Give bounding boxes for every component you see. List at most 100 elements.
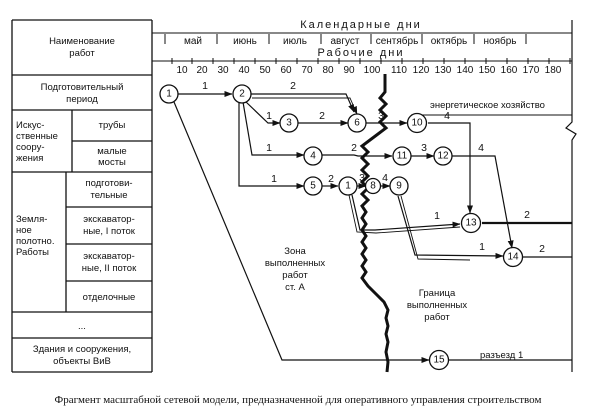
siding-annotation: разъезд 1 xyxy=(480,350,523,361)
row-prep-work: подготови-тельные xyxy=(85,178,132,201)
tick-label: 130 xyxy=(435,65,452,76)
duration-label: 2 xyxy=(290,80,296,92)
node: 14 xyxy=(502,246,524,268)
duration-label: 2 xyxy=(319,110,325,122)
node-label: 6 xyxy=(354,118,360,129)
node: 13 xyxy=(460,212,482,234)
node-label: 1 xyxy=(345,181,351,192)
month-labels: май июнь июль август сентябрь октябрь но… xyxy=(184,35,517,47)
work-day-ticks: 10 20 30 40 50 60 70 80 90 100 110 120 1… xyxy=(176,65,561,76)
duration-label: 1 xyxy=(202,80,208,92)
node: 15 xyxy=(428,349,450,371)
tick-label: 60 xyxy=(280,65,292,76)
tick-label: 100 xyxy=(364,65,381,76)
tick-label: 80 xyxy=(322,65,334,76)
row-ellipsis: ... xyxy=(78,321,86,332)
month-label: сентябрь xyxy=(376,35,419,47)
tick-label: 170 xyxy=(523,65,540,76)
duration-label: 4 xyxy=(444,110,450,122)
row-buildings: Здания и сооружения,объекты ВиВ xyxy=(33,344,131,367)
node-label: 11 xyxy=(397,151,408,162)
tick-label: 20 xyxy=(196,65,208,76)
node-label: 12 xyxy=(437,151,449,162)
row-exc1: экскаватор-ные, I поток xyxy=(83,214,136,237)
network-nodes: 1 2 3 4 5 6 1 8 9 10 11 12 13 14 15 xyxy=(159,84,524,371)
node: 3 xyxy=(279,113,299,133)
node: 6 xyxy=(347,113,367,133)
tick-label: 160 xyxy=(501,65,518,76)
node-label: 8 xyxy=(370,181,376,192)
month-label: июнь xyxy=(233,36,257,47)
tick-label: 110 xyxy=(391,65,407,76)
month-label: ноябрь xyxy=(484,35,517,47)
duration-label: 2 xyxy=(539,243,545,255)
tick-label: 40 xyxy=(238,65,250,76)
node: 9 xyxy=(389,176,409,196)
tick-label: 90 xyxy=(343,65,355,76)
work-days-title: Рабочие дни xyxy=(318,47,405,59)
node-label: 10 xyxy=(411,118,423,129)
activity-arrows xyxy=(173,91,572,363)
row-exc2: экскаватор-ные, II поток xyxy=(82,251,137,274)
tick-label: 120 xyxy=(413,65,430,76)
duration-label: 1 xyxy=(479,241,485,253)
node: 4 xyxy=(303,146,323,166)
tick-label: 70 xyxy=(301,65,313,76)
duration-label: 2 xyxy=(351,142,357,154)
node: 11 xyxy=(392,146,412,166)
calendar-days-title: Календарные дни xyxy=(300,19,422,31)
tick-label: 30 xyxy=(217,65,229,76)
duration-label: 4 xyxy=(382,172,388,184)
node-label: 14 xyxy=(507,252,519,263)
activity-durations: 1 2 1 2 1 2 1 2 3 4 3 4 3 4 1 2 1 2 xyxy=(202,80,545,255)
node: 12 xyxy=(433,146,453,166)
duration-label: 3 xyxy=(359,172,365,184)
figure-caption: Фрагмент масштабной сетевой модели, пред… xyxy=(55,394,542,406)
row-pipes: трубы xyxy=(99,120,126,131)
work-table xyxy=(11,19,153,373)
month-label: май xyxy=(184,36,202,47)
right-border xyxy=(565,20,577,372)
timeline-header xyxy=(152,32,572,64)
tick-label: 50 xyxy=(259,65,271,76)
node-label: 15 xyxy=(433,355,445,366)
node: 10 xyxy=(406,112,428,134)
tick-label: 180 xyxy=(545,65,562,76)
completed-works-boundary xyxy=(359,74,390,373)
duration-label: 3 xyxy=(421,142,427,154)
month-label: октябрь xyxy=(431,35,468,47)
duration-label: 1 xyxy=(434,210,440,222)
node-label: 2 xyxy=(239,89,245,100)
node: 1 xyxy=(159,84,179,104)
node-label: 1 xyxy=(166,89,172,100)
duration-label: 2 xyxy=(524,209,530,221)
energy-annotation: энергетическое хозяйство xyxy=(430,100,545,111)
node: 1 xyxy=(338,176,358,196)
node-label: 9 xyxy=(396,181,402,192)
node: 8 xyxy=(364,177,382,195)
tick-label: 150 xyxy=(479,65,496,76)
tick-label: 140 xyxy=(457,65,474,76)
duration-label: 1 xyxy=(271,173,277,185)
node-label: 5 xyxy=(310,181,316,192)
row-finishing: отделочные xyxy=(83,292,136,303)
node-label: 13 xyxy=(465,218,477,229)
duration-label: 3 xyxy=(378,110,384,122)
month-label: август xyxy=(331,36,360,47)
duration-label: 2 xyxy=(328,173,334,185)
duration-label: 1 xyxy=(266,110,272,122)
node-label: 4 xyxy=(310,151,316,162)
node-label: 3 xyxy=(286,118,292,129)
month-label: июль xyxy=(283,36,307,47)
node: 5 xyxy=(303,176,323,196)
duration-label: 1 xyxy=(266,142,272,154)
node: 2 xyxy=(232,84,252,104)
